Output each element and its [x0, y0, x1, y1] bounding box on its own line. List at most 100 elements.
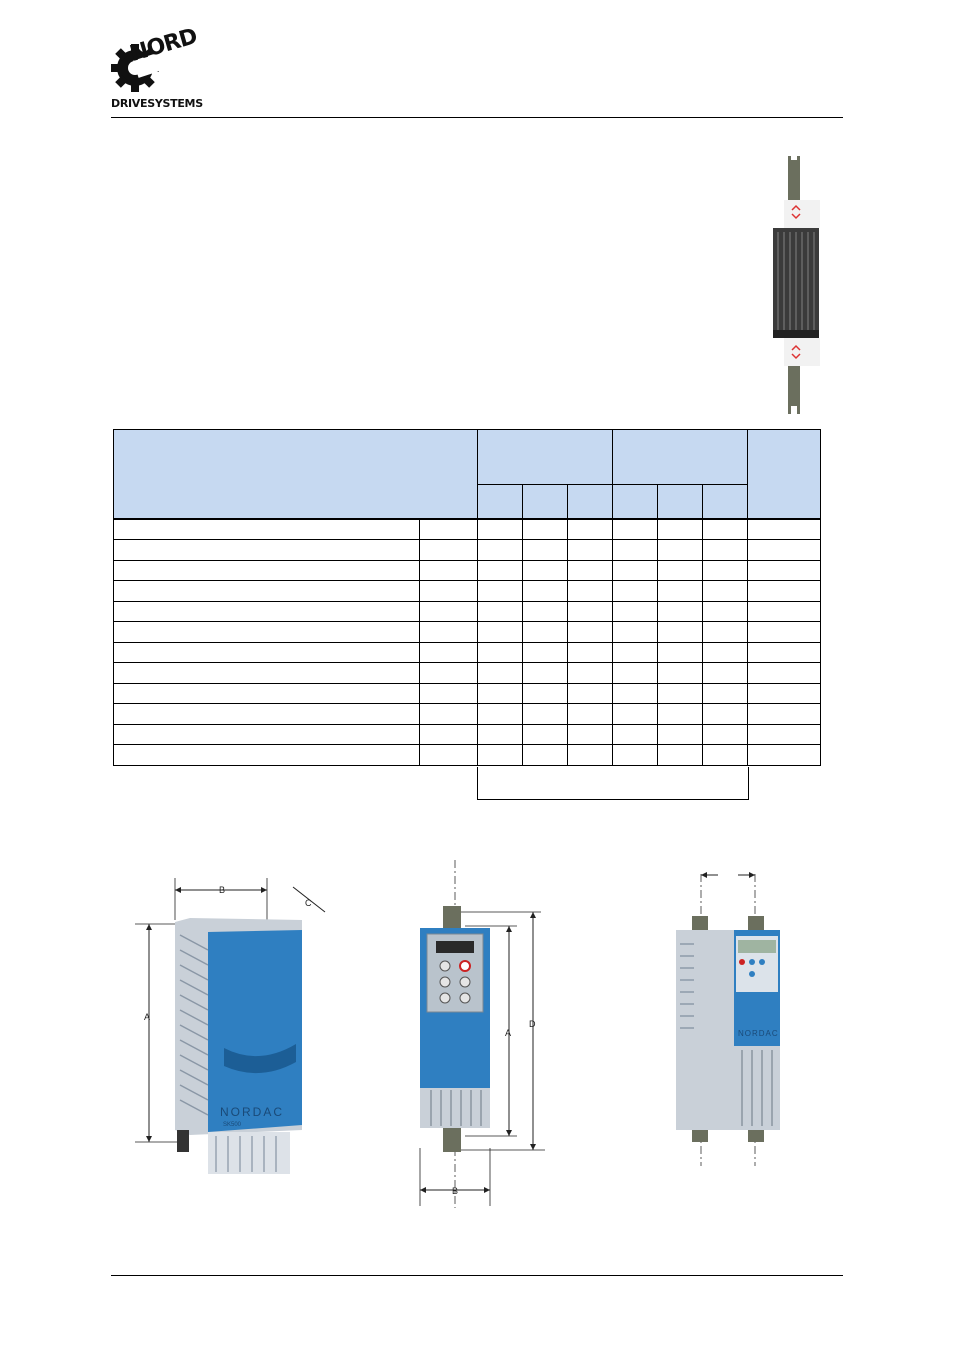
table-cell	[477, 641, 523, 663]
table-cell	[419, 580, 478, 602]
dim-label-c: C	[305, 898, 312, 908]
table-cell	[702, 517, 748, 540]
table-cell	[477, 559, 523, 581]
table-row	[113, 580, 821, 602]
table-row	[113, 559, 821, 581]
table-cell	[612, 641, 658, 663]
table-cell	[747, 600, 821, 622]
table-cell	[612, 621, 658, 643]
table-cell	[419, 517, 478, 540]
table-cell	[612, 539, 658, 561]
table-cell	[113, 723, 420, 745]
table-cell	[522, 682, 568, 704]
table-cell	[657, 723, 703, 745]
table-subheader	[477, 484, 523, 519]
table-cell	[419, 621, 478, 643]
table-cell	[522, 703, 568, 725]
table-cell	[612, 600, 658, 622]
table-cell	[612, 682, 658, 704]
table-cell	[702, 703, 748, 725]
table-cell	[419, 559, 478, 581]
table-cell	[702, 682, 748, 704]
table-header-description	[113, 429, 478, 519]
table-cell	[702, 600, 748, 622]
table-cell	[477, 744, 523, 766]
table-cell	[612, 703, 658, 725]
device-brand-label: NORDAC	[220, 1105, 284, 1119]
table-cell	[657, 580, 703, 602]
table-cell	[477, 621, 523, 643]
table-cell	[747, 517, 821, 540]
table-cell	[567, 744, 613, 766]
table-row	[113, 723, 821, 745]
table-row	[113, 662, 821, 684]
table-row	[113, 641, 821, 663]
table-row	[113, 621, 821, 643]
table-cell	[657, 517, 703, 540]
table-cell	[567, 580, 613, 602]
table-cell	[419, 703, 478, 725]
table-cell	[702, 723, 748, 745]
table-cell	[113, 539, 420, 561]
table-cell	[113, 662, 420, 684]
table-header-group-1	[477, 429, 613, 485]
table-cell	[747, 580, 821, 602]
table-cell	[477, 600, 523, 622]
table-cell	[657, 600, 703, 622]
table-cell	[567, 641, 613, 663]
table-cell	[522, 539, 568, 561]
table-cell	[522, 600, 568, 622]
table-cell	[702, 539, 748, 561]
table-cell	[113, 641, 420, 663]
table-subheader	[612, 484, 658, 519]
table-cell	[657, 621, 703, 643]
table-cell	[522, 744, 568, 766]
table-cell	[657, 641, 703, 663]
table-body	[113, 517, 821, 766]
table-cell	[522, 580, 568, 602]
table-row	[113, 517, 821, 540]
table-cell	[747, 662, 821, 684]
table-cell	[113, 682, 420, 704]
table-cell	[522, 641, 568, 663]
table-cell	[113, 517, 420, 540]
table-header-last	[747, 429, 821, 519]
table-cell	[419, 723, 478, 745]
table-cell	[612, 559, 658, 581]
table-cell	[567, 517, 613, 540]
table-cell	[747, 703, 821, 725]
brand-subtitle: DRIVESYSTEMS	[111, 97, 203, 110]
table-cell	[419, 662, 478, 684]
table-subheader	[567, 484, 613, 519]
table-cell	[477, 580, 523, 602]
table-cell	[113, 559, 420, 581]
table-cell	[113, 580, 420, 602]
table-cell	[477, 517, 523, 540]
table-cell	[522, 621, 568, 643]
table-cell	[522, 662, 568, 684]
device-front-figure: A D B	[419, 860, 545, 1208]
table-cell	[522, 723, 568, 745]
table-cell	[747, 621, 821, 643]
table-cell	[477, 682, 523, 704]
table-row	[113, 539, 821, 561]
table-cell	[612, 662, 658, 684]
table-cell	[612, 744, 658, 766]
table-cell	[113, 621, 420, 643]
device-model-label: SK500	[223, 1122, 242, 1128]
table-cell	[113, 744, 420, 766]
table-cell	[612, 723, 658, 745]
header-rule	[111, 117, 843, 118]
table-cell	[567, 723, 613, 745]
table-cell	[747, 641, 821, 663]
table-cell	[657, 539, 703, 561]
table-cell	[702, 662, 748, 684]
specification-table	[113, 429, 821, 766]
table-cell	[567, 662, 613, 684]
table-cell	[747, 559, 821, 581]
device-brand-label: NORDAC	[738, 1029, 779, 1038]
dim-label-d: D	[529, 1019, 536, 1029]
table-cell	[747, 682, 821, 704]
table-cell	[522, 559, 568, 581]
table-cell	[522, 517, 568, 540]
